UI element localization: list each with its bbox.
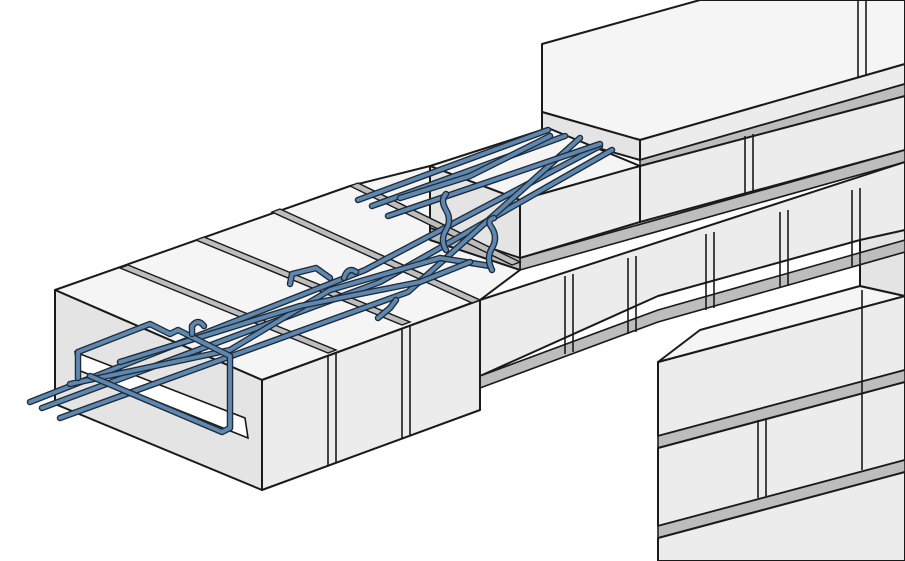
beam-front-face [261, 299, 481, 491]
raised-block-front [519, 165, 641, 259]
rebar-long-3 [58, 136, 582, 420]
rebar-stirrup-left [76, 322, 232, 434]
back-mortar-bed [639, 83, 905, 167]
rebar-upper-3 [386, 142, 602, 218]
rebar-hook-4 [376, 298, 398, 320]
rebar-hook-2 [288, 266, 332, 286]
rebar-truss [68, 256, 492, 386]
rebar-truss-2 [118, 260, 472, 364]
rebar-wave-tie-1 [441, 192, 451, 252]
reinforcement [26, 126, 616, 436]
pier-return-top [657, 285, 905, 363]
right-pier [657, 217, 905, 561]
back-wall [519, 0, 905, 271]
rebar-upper-1 [356, 128, 550, 202]
pier-mortar-2 [657, 459, 905, 539]
pier-mortar-1 [657, 369, 905, 449]
pier-face-mid [657, 381, 905, 527]
rebar-upper-zig [398, 134, 552, 200]
rebar-wave-tie-2 [487, 216, 497, 272]
pier-face-low [657, 471, 905, 561]
rebar-hook-1 [190, 320, 206, 336]
rebar-hook-3 [342, 268, 358, 280]
